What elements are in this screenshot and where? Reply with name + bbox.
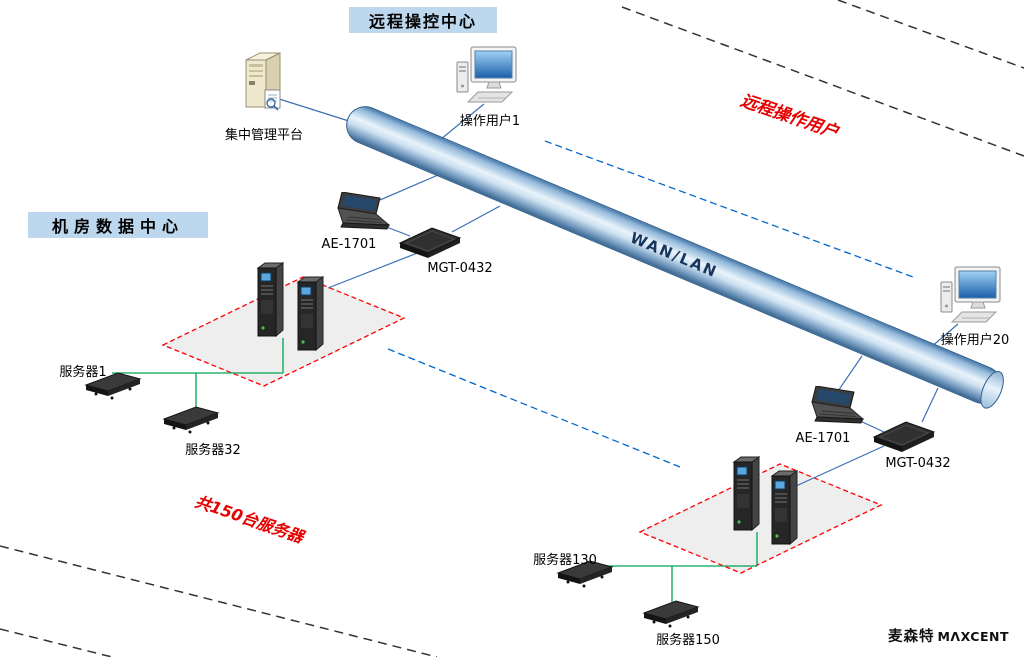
datacenter-banner: 机房数据中心 bbox=[28, 212, 208, 238]
rack-server-icon bbox=[163, 406, 219, 434]
desktop-computer-icon bbox=[940, 266, 1001, 323]
desktop-computer-icon bbox=[456, 46, 517, 103]
server150-label: 服务器150 bbox=[656, 633, 720, 648]
brand-logo-cn: 麦森特 bbox=[887, 629, 935, 645]
mgt0432-left-label: MGT-0432 bbox=[427, 261, 493, 276]
remote-center-banner: 远程操控中心 bbox=[349, 7, 497, 33]
mgt0432-right-label: MGT-0432 bbox=[885, 456, 951, 471]
server32-label: 服务器32 bbox=[185, 443, 241, 458]
rack-server-icon bbox=[643, 600, 699, 628]
ae1701-left-label: AE-1701 bbox=[321, 237, 377, 252]
tower-server-icon bbox=[245, 52, 281, 111]
server-tower-icon bbox=[733, 456, 760, 531]
mgmt-platform-label: 集中管理平台 bbox=[224, 128, 303, 143]
server-tower-icon bbox=[257, 262, 284, 337]
server-zone-right bbox=[638, 463, 883, 574]
zone-dashed-lines bbox=[387, 140, 914, 468]
server-zone-left bbox=[161, 276, 406, 387]
network-links bbox=[275, 97, 959, 487]
server1-label: 服务器1 bbox=[59, 365, 107, 380]
brand-logo-en: MΛXCENT bbox=[937, 629, 1009, 644]
brand-logo: 麦森特 MΛXCENT bbox=[888, 625, 1009, 646]
server-links bbox=[112, 338, 758, 602]
server-tower-icon bbox=[297, 276, 324, 351]
kvm-switch-icon bbox=[399, 227, 461, 259]
user1-label: 操作用户1 bbox=[459, 114, 521, 129]
kvm-console-laptop-icon bbox=[337, 192, 390, 230]
user20-label: 操作用户20 bbox=[940, 333, 1010, 348]
ae1701-right-label: AE-1701 bbox=[795, 431, 851, 446]
kvm-switch-icon bbox=[873, 421, 935, 453]
server130-label: 服务器130 bbox=[533, 553, 597, 568]
kvm-console-laptop-icon bbox=[811, 386, 864, 424]
server-tower-icon bbox=[771, 470, 798, 545]
